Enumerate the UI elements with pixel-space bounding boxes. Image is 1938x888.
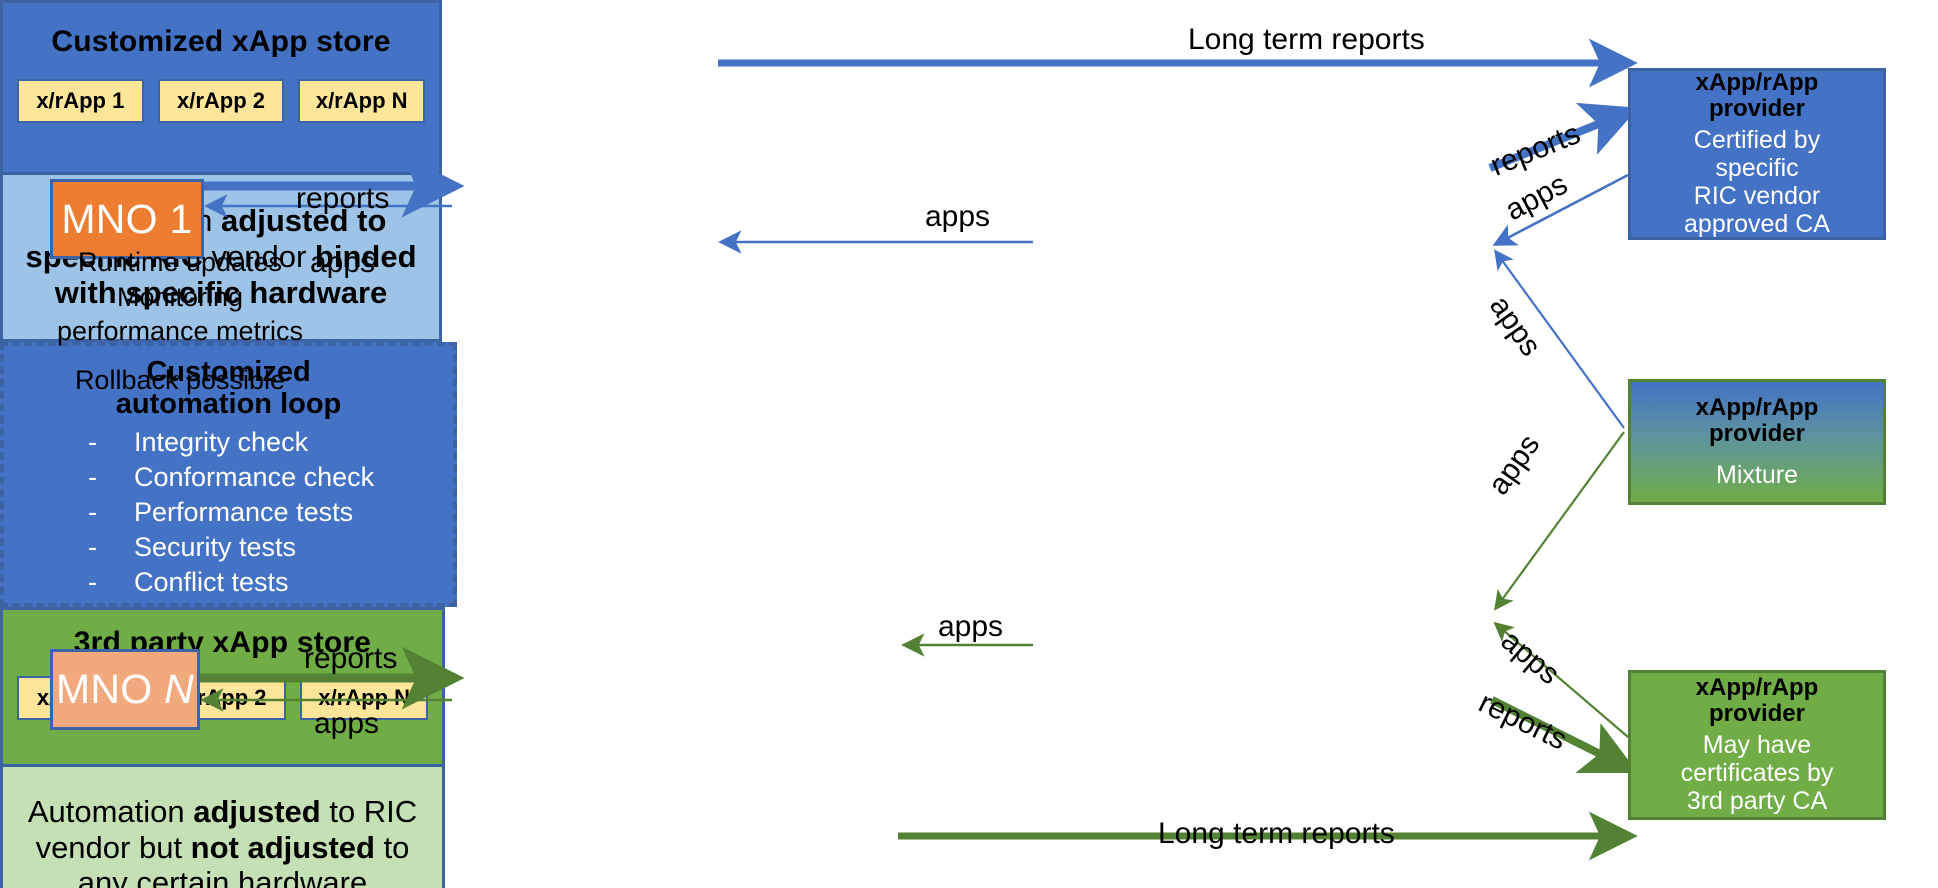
provider-blue-desc-line-4: approved CA [1684,209,1830,238]
label-reports-green-provider: reports [1473,686,1572,757]
customized-loop-item: - Integrity check [88,425,453,460]
green-body-part-1: Automation [27,793,194,829]
mno-n-box[interactable]: MNO N [50,649,200,730]
customized-loop-item: - Performance tests [88,495,453,530]
provider-mixture-title: xApp/rApp provider [1696,395,1819,447]
provider-mixture-desc-line-1: Mixture [1716,460,1798,489]
label-apps-mno1: apps [310,246,376,279]
customized-loop-item-label: Performance tests [134,497,354,528]
green-body-part-2: to RIC vendor but [35,793,418,865]
label-apps-green-provider: apps [1494,624,1566,692]
mno-1-label: MNO 1 [61,195,193,242]
label-apps-mixture-lower: apps [1482,428,1547,501]
provider-blue-title: xApp/rApp provider [1696,70,1819,122]
list-dash: - [88,532,97,563]
green-body-part-3: to any certain hardware [77,829,410,888]
mno-1-note-line-1: Runtime updates [77,247,283,277]
customized-loop-title-line-1: Customized [146,356,311,388]
provider-mixture-title-line-2: provider [1708,420,1805,447]
label-reports-mno1: reports [296,182,390,215]
provider-green-title-line-1: xApp/rApp [1695,674,1819,702]
provider-blue-desc-line-1: Certified by [1693,125,1821,154]
blue-body-bold-3: binded with specific hardware [54,239,417,310]
provider-blue-title-line-2: provider [1708,95,1805,122]
chip-xrapp-2[interactable]: x/rApp 2 [157,79,285,123]
label-long-term-reports-bottom: Long term reports [1158,817,1395,850]
customized-loop-title: Customized automation loop [4,356,453,421]
provider-green-desc-line-3: 3rd party CA [1686,786,1828,815]
customized-loop-item-label: Conformance check [134,462,375,493]
label-reports-mnon: reports [304,642,398,675]
customized-loop-item-label: Security tests [134,532,297,563]
mno-n-label: MNO N [55,666,195,712]
provider-blue-desc: Certified by specific RIC vendor approve… [1684,126,1830,238]
mno-1-box[interactable]: MNO 1 [50,179,204,259]
blue-body-bold-1: adjusted to [221,203,387,239]
customized-loop-item-label: Integrity check [134,426,309,457]
customized-loop-title-line-2: automation loop [115,388,342,421]
customized-loop-item: - Security tests [88,530,453,565]
provider-green-title: xApp/rApp provider [1696,675,1819,727]
third-party-xapp-store-body: Automation adjusted to RIC vendor but no… [0,764,445,888]
list-dash: - [88,462,97,493]
provider-mixture[interactable]: xApp/rApp provider Mixture [1628,379,1886,505]
provider-green-thirdparty[interactable]: xApp/rApp provider May have certificates… [1628,670,1886,820]
label-apps-blue-loop-to-store: apps [925,200,991,233]
customized-loop-list: - Integrity check - Conformance check - Per… [4,425,453,600]
provider-green-desc-line-1: May have [1702,730,1812,759]
provider-mixture-title-line-1: xApp/rApp [1695,394,1819,422]
green-body-bold-1: adjusted [193,793,321,829]
customized-loop-item: - Conflict tests [88,565,453,600]
provider-green-desc-line-2: certificates by [1680,758,1834,787]
label-apps-mnon: apps [314,707,380,740]
label-apps-mixture-upper: apps [1482,290,1548,363]
mno-1-notes: Runtime updates Monitoring performance m… [30,245,330,397]
label-reports-blue-provider: reports [1486,117,1585,183]
chip-xrapp-1[interactable]: x/rApp 1 [17,79,144,123]
mno-1-note-line-2: Monitoring [116,281,244,312]
chip-xrapp-n[interactable]: x/rApp N [298,79,426,123]
list-dash: - [88,426,97,457]
label-long-term-reports-top: Long term reports [1188,23,1425,56]
provider-green-desc: May have certificates by 3rd party CA [1681,731,1834,815]
list-dash: - [88,567,97,598]
green-body-bold-2: not adjusted [190,829,375,865]
label-apps-green-loop-to-store: apps [938,610,1004,643]
provider-blue-desc-line-3: RIC vendor [1693,181,1821,210]
customized-loop-item: - Conformance check [88,460,453,495]
customized-store-chip-row: x/rApp 1 x/rApp 2 x/rApp N [3,79,439,123]
customized-loop-item-label: Conflict tests [134,567,289,598]
customized-automation-loop[interactable]: Customized automation loop - Integrity ch… [0,342,457,607]
customized-xapp-store-header[interactable]: Customized xApp store x/rApp 1 x/rApp 2 … [0,0,442,172]
mno-1-note-line-4: Rollback possible [74,364,286,395]
provider-blue-desc-line-2: specific [1715,153,1799,182]
list-dash: - [88,497,97,528]
customized-xapp-store-title: Customized xApp store [51,25,391,58]
blue-body-part-3: vendor [202,239,315,275]
provider-blue-title-line-1: xApp/rApp [1695,69,1819,97]
provider-mixture-desc: Mixture [1716,461,1798,489]
mno-1-note-line-3: performance metrics [56,316,304,347]
provider-blue-certified[interactable]: xApp/rApp provider Certified by specific… [1628,68,1886,240]
provider-green-title-line-2: provider [1708,700,1805,727]
